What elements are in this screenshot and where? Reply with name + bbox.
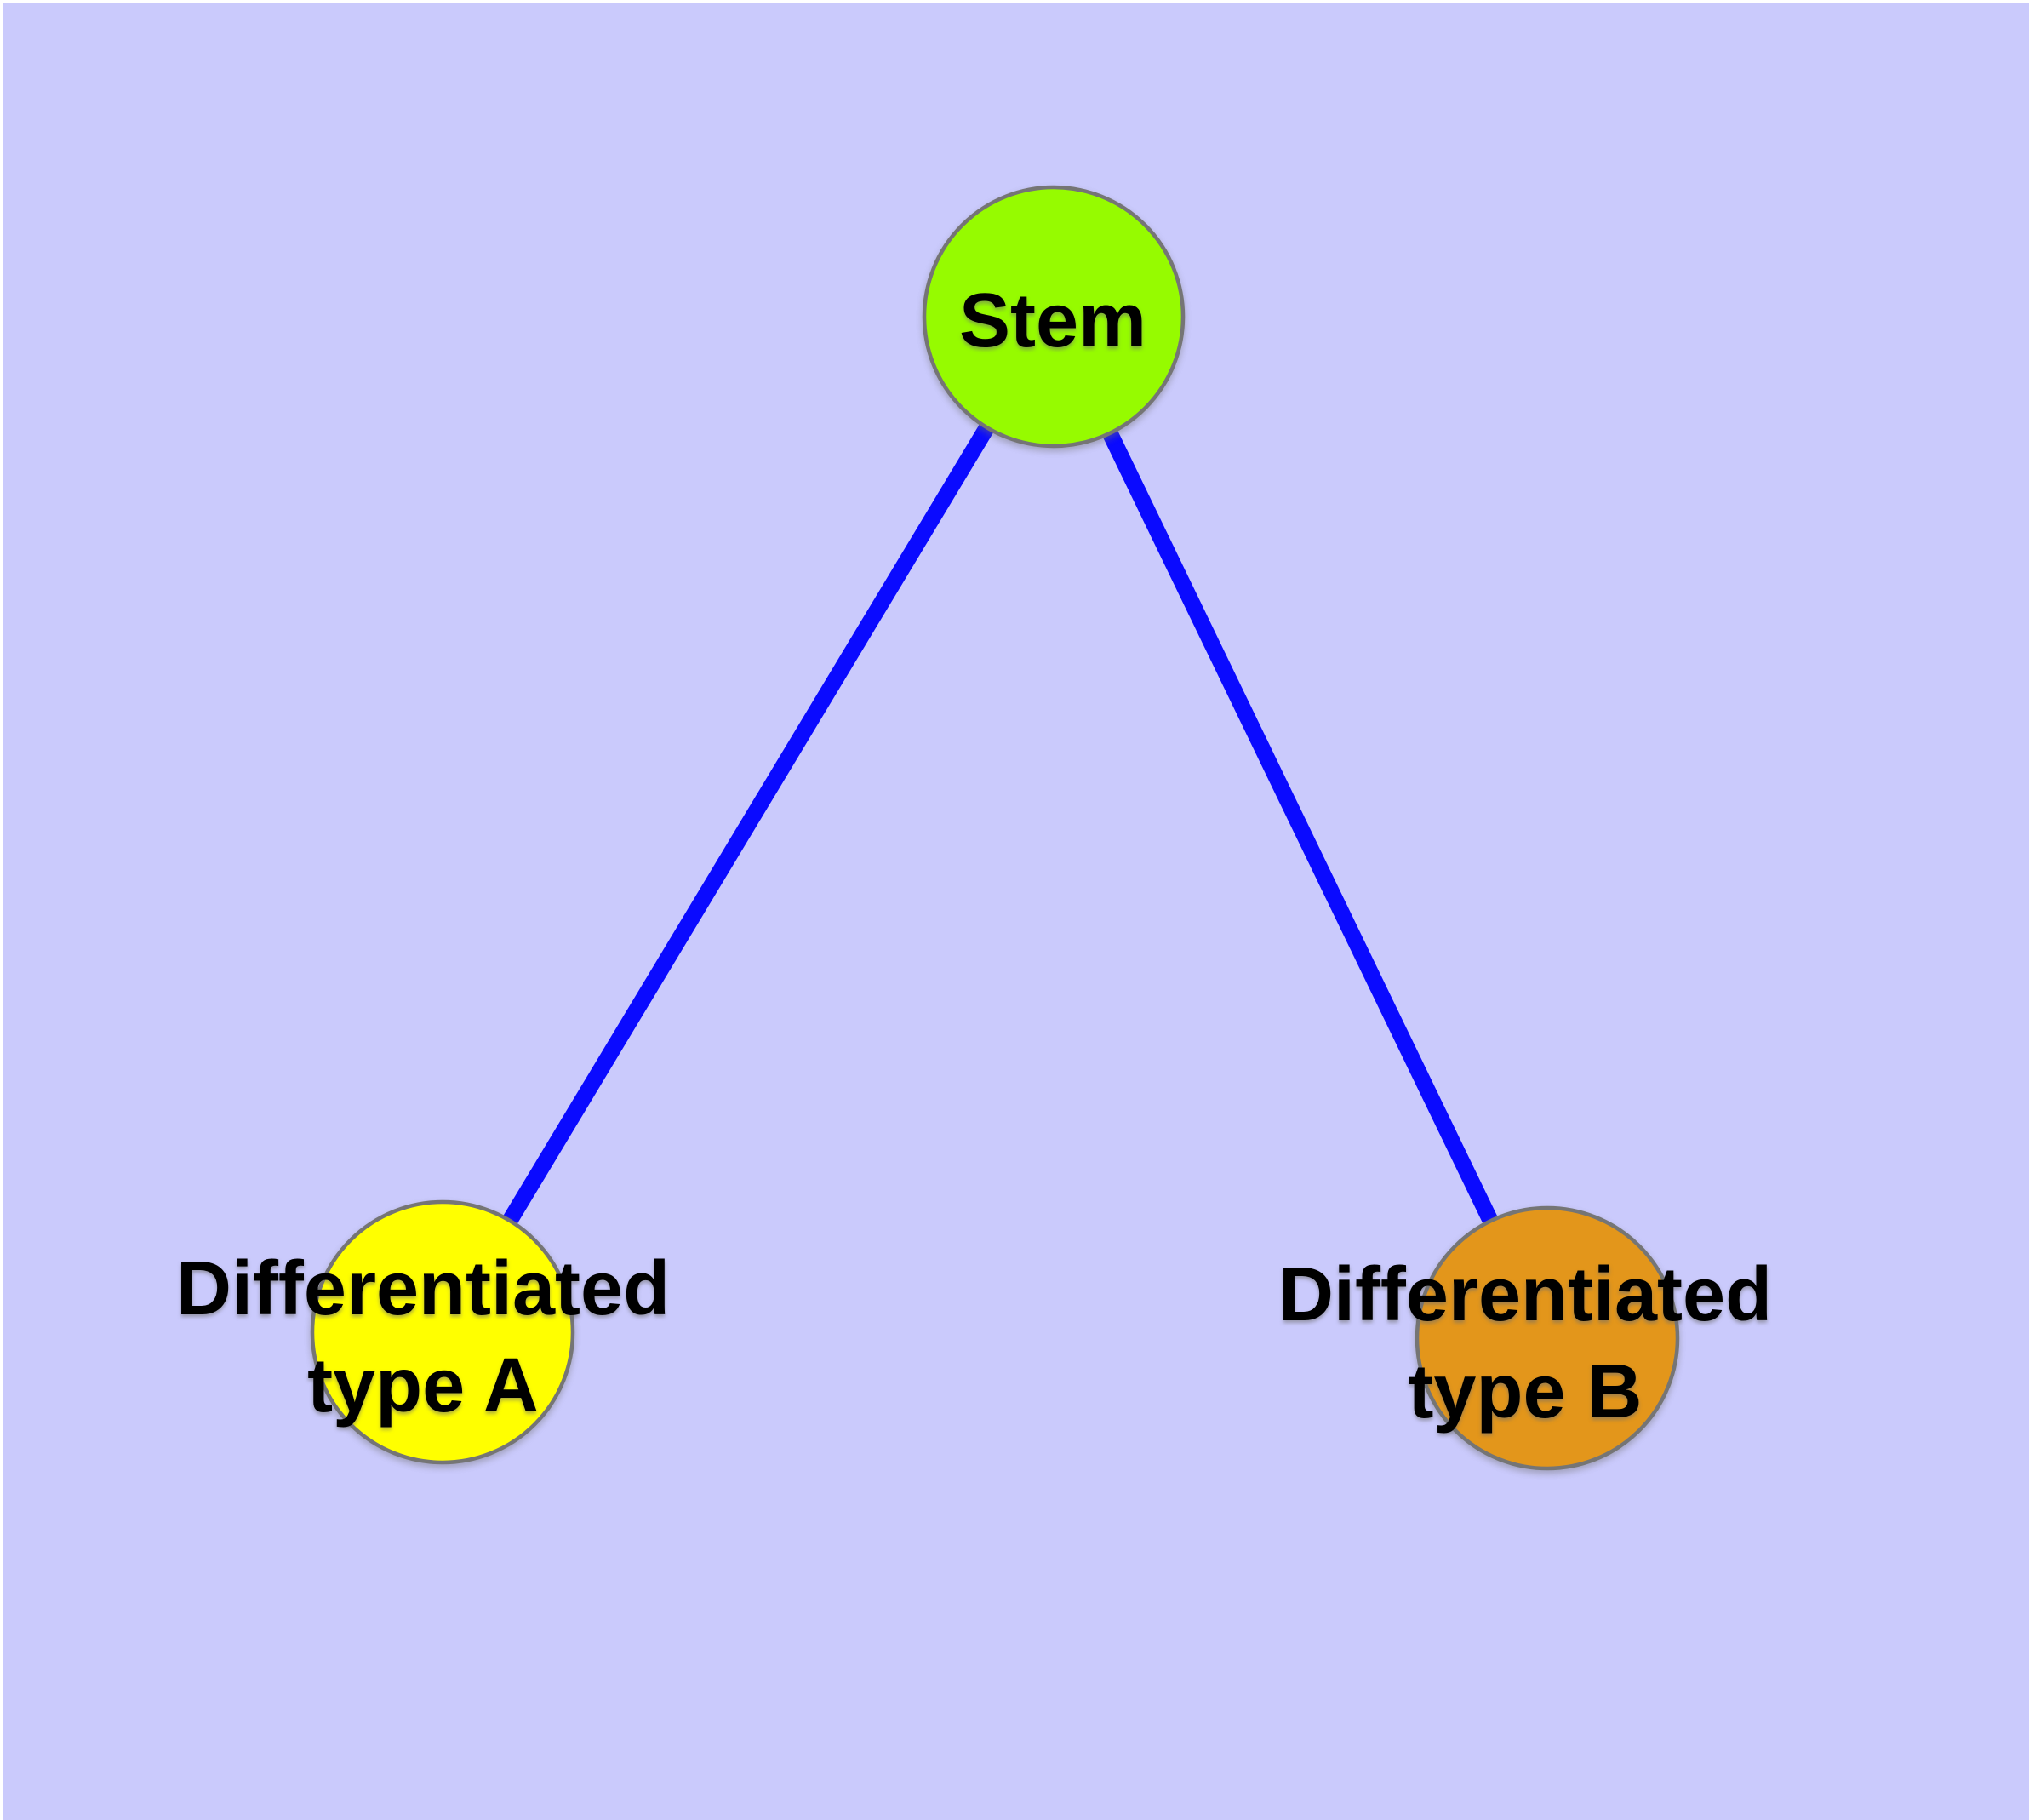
node-type-b-label-line2: type B <box>1408 1349 1643 1434</box>
node-stem <box>922 185 1186 449</box>
edge-stem-to-type-b <box>1046 312 1555 1342</box>
node-type-b <box>1415 1205 1680 1471</box>
node-type-a-label-line1: Differentiated <box>175 1246 671 1331</box>
node-stem-label: Stem <box>959 272 1146 369</box>
node-type-a <box>310 1199 575 1465</box>
node-type-a-label: Differentiated type A <box>176 1240 670 1434</box>
node-type-a-label-line2: type A <box>307 1343 539 1428</box>
edge-stem-to-type-a <box>435 312 1061 1336</box>
node-stem-label-text: Stem <box>958 278 1147 363</box>
node-type-b-label-line1: Differentiated <box>1277 1252 1773 1337</box>
node-type-b-label: Differentiated type B <box>1278 1246 1772 1440</box>
